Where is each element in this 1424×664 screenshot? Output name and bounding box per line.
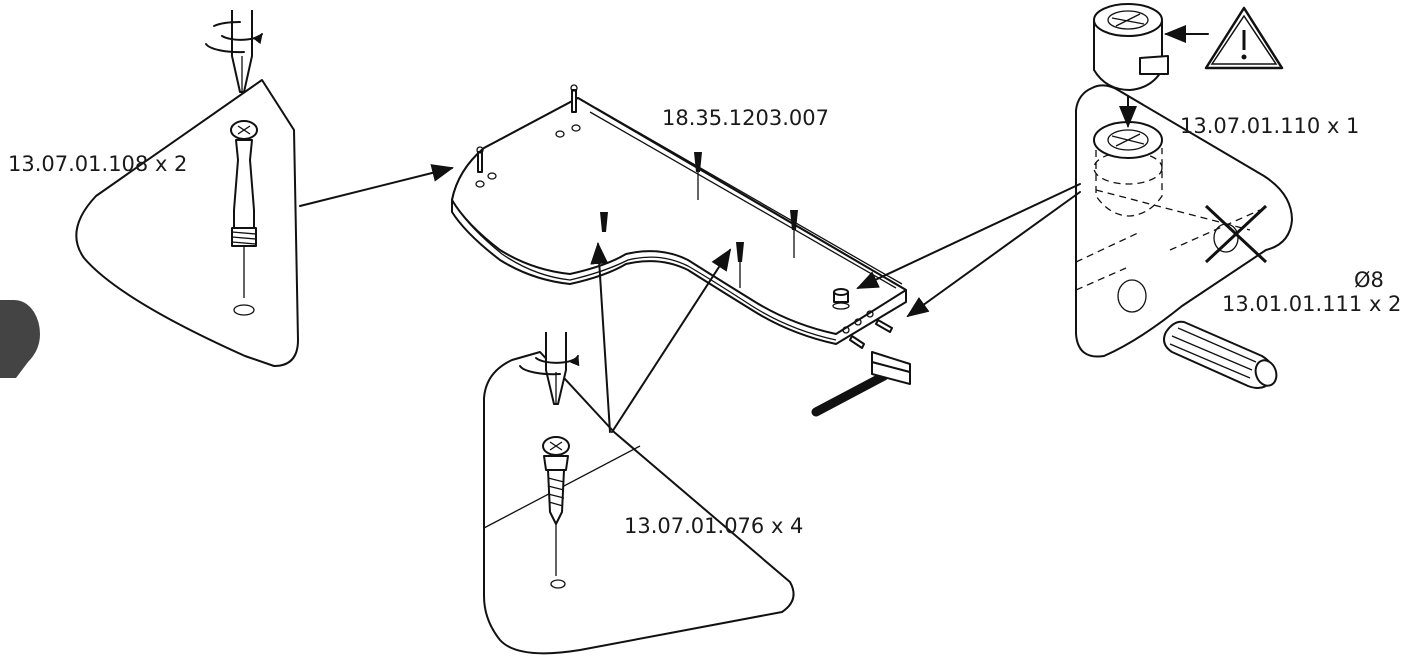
cam-lock-part: [1093, 3, 1169, 91]
dowel-screw-part: [230, 120, 258, 316]
desk-board: [451, 84, 907, 349]
wood-dowel-label: 13.01.01.111 x 2: [1222, 292, 1402, 316]
cross-out-icon: [1204, 204, 1268, 264]
rotate-arrow-icon: [535, 355, 580, 367]
wood-dowel-diameter: Ø8: [1354, 268, 1384, 292]
top-dowel-pins: [476, 84, 578, 173]
screwdriver-icon: [231, 10, 253, 93]
board-part-number: 18.35.1203.007: [662, 106, 829, 130]
bottom-screw-label: 13.07.01.076 x 4: [624, 514, 804, 538]
right-detail: [1075, 84, 1293, 389]
warning-triangle-icon: [1204, 6, 1284, 70]
cam-lock-on-board: [832, 288, 850, 310]
end-dowels: [849, 319, 893, 349]
board-screws: [600, 152, 798, 288]
wood-dowel-part: [1163, 320, 1278, 389]
cam-lock-installed: [1093, 95, 1163, 159]
left-detail: [75, 10, 299, 367]
rotate-arrow-icon: [221, 33, 263, 45]
hammer-icon: [811, 351, 911, 417]
wood-screw-part: [542, 436, 570, 589]
bottom-detail: [483, 332, 795, 655]
side-page-tab: [0, 300, 40, 378]
cam-lock-label: 13.07.01.110 x 1: [1180, 114, 1360, 138]
left-dowel-label: 13.07.01.108 x 2: [8, 152, 188, 176]
screwdriver-icon: [545, 332, 567, 405]
